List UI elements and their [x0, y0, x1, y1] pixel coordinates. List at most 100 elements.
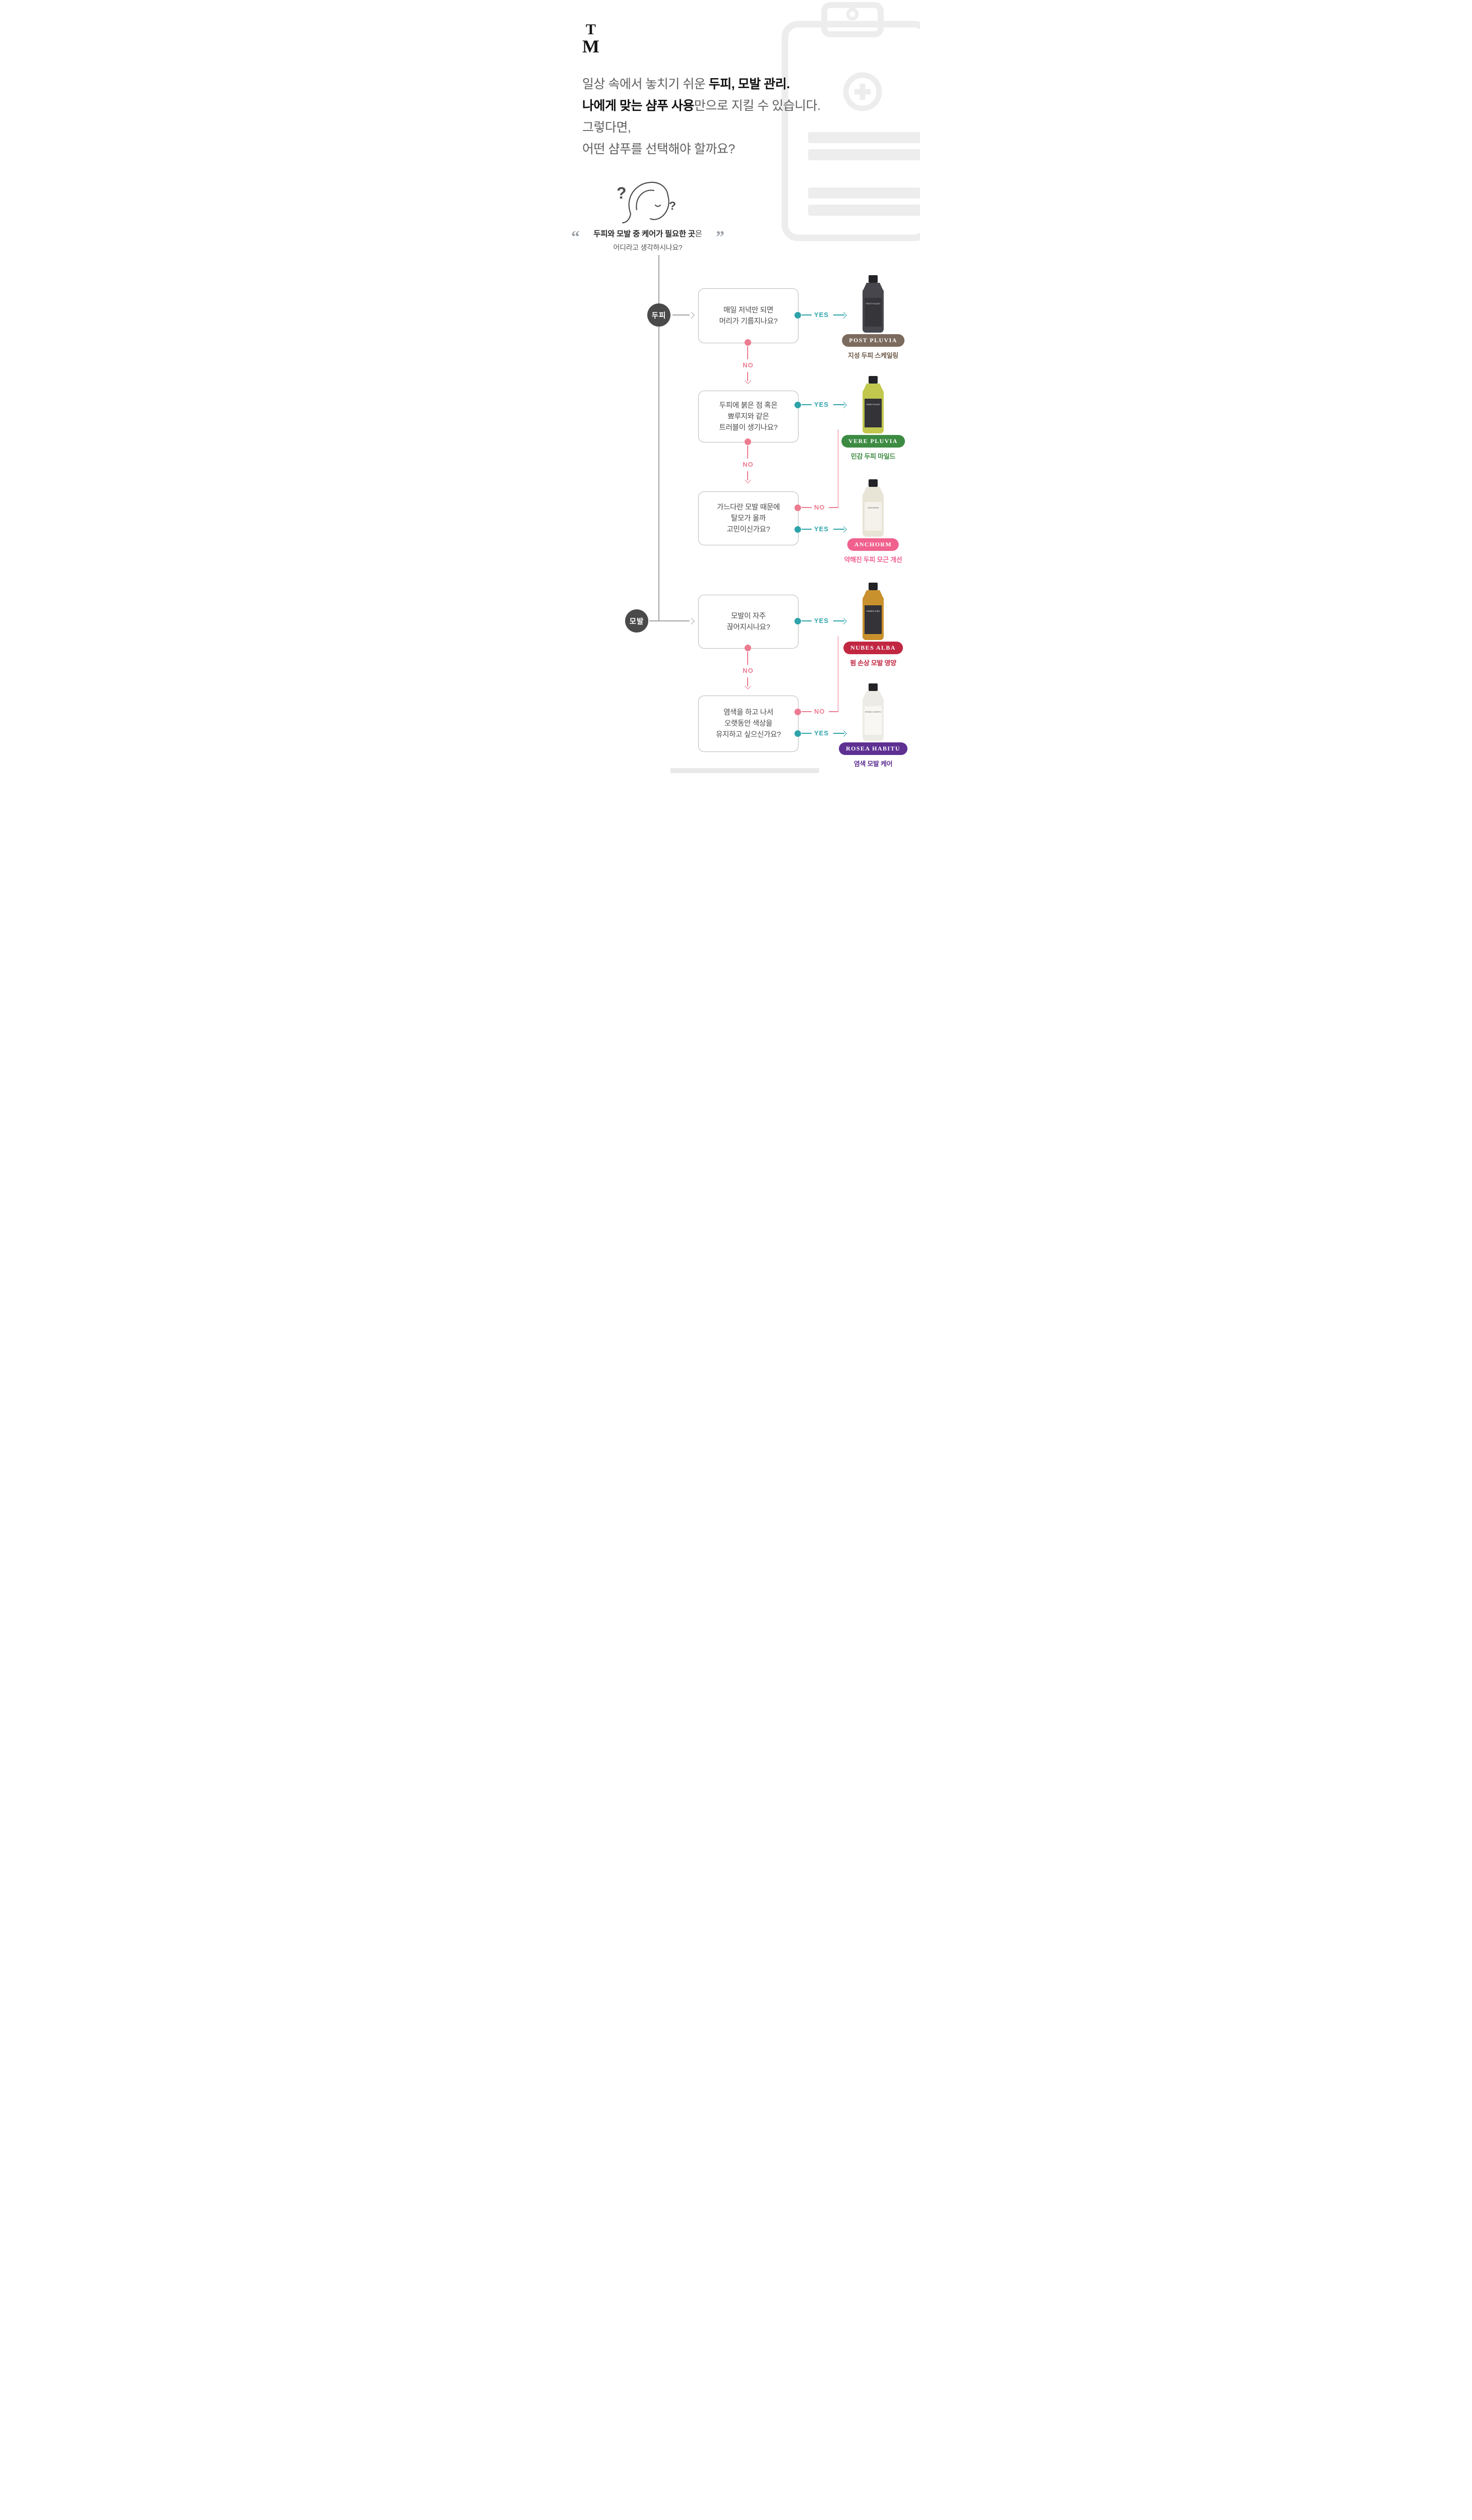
- no-dot: [794, 504, 801, 511]
- yes-line: [802, 620, 812, 621]
- product-badge: POST PLUVIA: [842, 334, 904, 347]
- question-box-2: 두피에 붉은 점 혹은 뾰루지와 같은 트러블이 생기나요?: [698, 391, 799, 443]
- yes-label: YES: [814, 401, 829, 408]
- product-bottle: POST PLUVIA: [863, 275, 884, 333]
- no-dot: [744, 644, 751, 651]
- no-line: [747, 346, 748, 359]
- quote-line-1-tail: 은: [695, 230, 702, 238]
- yes-label: YES: [814, 617, 829, 624]
- hair-outline: [628, 181, 669, 215]
- no-label: NO: [743, 461, 754, 468]
- quote-line-1-bold: 두피와 모발 중 케어가 필요한 곳: [593, 230, 695, 238]
- bottom-divider: [670, 768, 819, 773]
- closed-eye: [654, 204, 661, 207]
- question-line: 염색을 하고 나서: [723, 709, 773, 717]
- no-elbow-line: [829, 507, 838, 508]
- question-line: 매일 저녁만 되면: [723, 306, 773, 314]
- bottle-label-text: POST PLUVIA: [866, 302, 880, 305]
- arrow-right-icon: [840, 730, 847, 737]
- no-label: NO: [814, 708, 825, 715]
- arrow-right-icon: [688, 617, 695, 624]
- arrow-down-icon: [745, 683, 751, 689]
- clipboard-watermark-icon: [781, 2, 920, 241]
- yes-label: YES: [814, 729, 829, 737]
- intro-line-1-bold: 두피, 모발 관리.: [708, 77, 790, 91]
- plus-circle-icon: [843, 72, 882, 111]
- no-dot: [794, 708, 801, 715]
- close-quote-icon: ”: [716, 228, 724, 246]
- no-label: NO: [743, 667, 754, 674]
- yes-line: [802, 314, 812, 316]
- yes-dot: [794, 730, 801, 737]
- product-desc: 민감 두피 마일드: [850, 453, 896, 460]
- question-box-3: 가느다란 모발 때문에 탈모가 올까 고민이신가요?: [698, 491, 799, 545]
- no-arrow-line: [747, 677, 748, 686]
- arrow-down-icon: [745, 377, 751, 384]
- open-quote-icon: “: [571, 228, 580, 246]
- bottle-label: [865, 298, 882, 327]
- question-line: 고민이신가요?: [726, 525, 770, 534]
- product-desc: 지성 두피 스케일링: [848, 352, 898, 359]
- intro-line-4: 어떤 샴푸를 선택해야 할까요?: [582, 142, 735, 156]
- clipboard-board: [781, 21, 920, 241]
- bottle-cap: [869, 683, 878, 691]
- question-mark-right-icon: ?: [669, 199, 676, 212]
- arrow-right-icon: [688, 311, 695, 319]
- intro-line-1-normal: 일상 속에서 놓치기 쉬운: [582, 77, 709, 91]
- intro-line-2-bold: 나에게 맞는 샴푸 사용: [582, 99, 694, 113]
- no-line: [802, 507, 812, 508]
- bottle-label-text: ANCHORM: [868, 507, 879, 509]
- intro-text: 일상 속에서 놓치기 쉬운 두피, 모발 관리. 나에게 맞는 샴푸 사용만으로…: [582, 74, 821, 160]
- product-bottle: VERE PLUVIA: [863, 376, 884, 433]
- arrow-down-icon: [745, 477, 751, 483]
- yes-line: [802, 529, 812, 530]
- hair-fringe: [636, 190, 655, 211]
- branch-node-scalp: 두피: [647, 303, 670, 327]
- plus-icon: [854, 84, 871, 100]
- question-line: 탈모가 올까: [731, 514, 766, 523]
- no-dot: [744, 438, 751, 445]
- question-line: 끊어지시나요?: [726, 623, 770, 632]
- no-elbow-line: [837, 429, 839, 508]
- arrow-right-icon: [840, 617, 847, 624]
- question-line: 오랫동안 색상을: [724, 720, 772, 728]
- bottle-label: [865, 399, 882, 427]
- question-line: 뾰루지와 같은: [727, 412, 769, 421]
- product-bottle: NUBES ALBA: [863, 583, 884, 640]
- no-label: NO: [743, 361, 754, 369]
- bottle-cap: [869, 583, 878, 590]
- product-badge: ROSEA HABITU: [839, 742, 907, 755]
- bottle-cap: [869, 275, 878, 283]
- intro-line-3: 그렇다면,: [582, 120, 631, 135]
- question-prompt: “ ” 두피와 모발 중 케어가 필요한 곳은 어디라고 생각하시나요?: [567, 228, 728, 253]
- page: T M 일상 속에서 놓치기 쉬운 두피, 모발 관리. 나에게 맞는 샴푸 사…: [552, 0, 920, 773]
- clipboard-clip: [821, 2, 884, 37]
- question-mark-left-icon: ?: [617, 184, 627, 202]
- product-desc: 약해진 두피 모근 개선: [844, 556, 902, 563]
- yes-arrow-line: [833, 314, 844, 316]
- yes-dot: [794, 401, 801, 408]
- question-line: 두피에 붉은 점 혹은: [719, 401, 778, 410]
- hair-strand: [622, 213, 632, 224]
- flow-spine-line: [658, 255, 659, 621]
- yes-line: [802, 404, 812, 405]
- product-badge: NUBES ALBA: [843, 642, 903, 654]
- product-desc: 펌 손상 모발 영양: [850, 659, 896, 667]
- logo-letter-top: T: [586, 21, 596, 38]
- yes-dot: [794, 311, 801, 319]
- yes-dot: [794, 617, 801, 624]
- bottle-label-text: NUBES ALBA: [867, 610, 880, 612]
- clip-hole: [846, 8, 859, 21]
- no-arrow-line: [747, 372, 748, 381]
- text-bar: [808, 132, 920, 143]
- product-bottle: ROSEA HABITU: [863, 683, 884, 741]
- product-badge: VERE PLUVIA: [841, 435, 905, 448]
- text-bar: [808, 205, 920, 216]
- yes-dot: [794, 526, 801, 533]
- quote-line-1: 두피와 모발 중 케어가 필요한 곳은: [567, 228, 728, 239]
- text-bar: [808, 149, 920, 160]
- no-arrow-line: [747, 471, 748, 480]
- product-bottle: ANCHORM: [863, 479, 884, 537]
- bottle-label: [865, 605, 882, 634]
- arrow-right-icon: [840, 311, 847, 319]
